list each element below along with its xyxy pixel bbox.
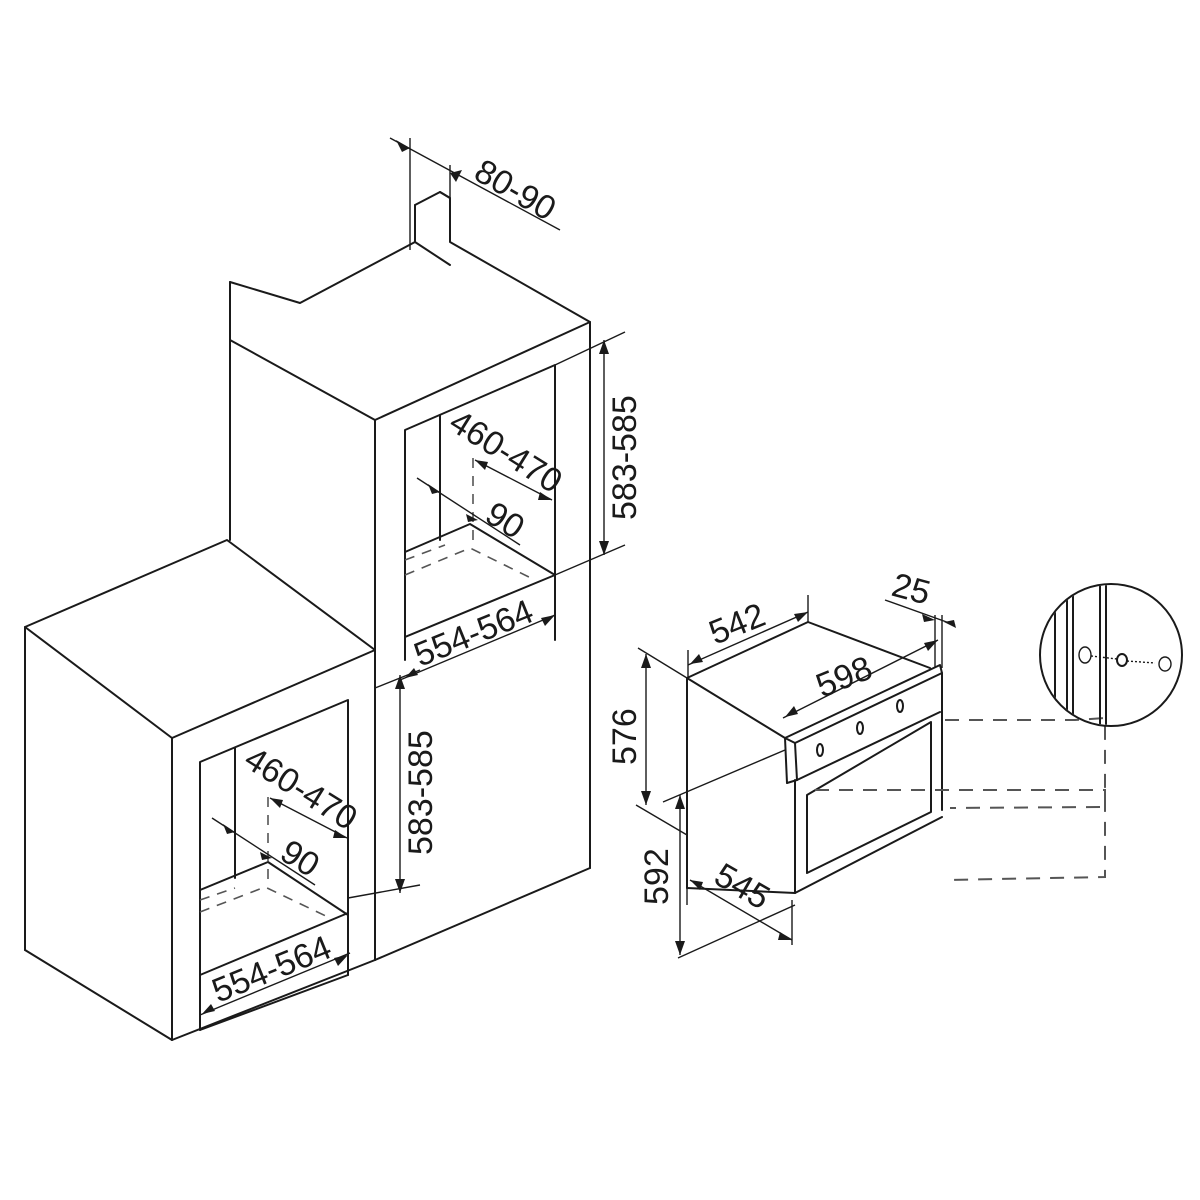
label-lower-niche-height: 583-585 [402, 730, 440, 855]
label-oven-body-height: 576 [606, 708, 644, 765]
detail-projection-lines [815, 716, 1106, 881]
upper-niche [404, 364, 556, 661]
dimension-oven-body-depth: 545 [686, 856, 793, 945]
knob-icon [856, 721, 864, 735]
dimension-upper-setback: 90 [416, 477, 531, 547]
mounting-hole-icon [1078, 646, 1092, 664]
knob-icon [896, 699, 904, 713]
lower-niche [199, 699, 349, 1031]
dimension-lower-niche-height: 583-585 [347, 669, 440, 899]
label-lower-setback: 90 [274, 833, 326, 885]
dimension-oven-front-width: 598 [782, 639, 939, 719]
label-rear-vent-gap: 80-90 [468, 152, 562, 228]
dimension-upper-niche-width: 554-564 [399, 592, 556, 681]
label-upper-setback: 90 [479, 495, 531, 547]
label-upper-niche-width: 554-564 [409, 592, 539, 674]
label-oven-body-depth: 545 [708, 856, 776, 917]
dimension-oven-body-height: 576 [606, 647, 688, 836]
spacer-ring-icon [1116, 653, 1128, 667]
dimension-lower-niche-depth: 460-470 [238, 740, 364, 839]
knob-icon [816, 743, 824, 757]
label-oven-front-height: 592 [638, 848, 676, 905]
dimension-upper-niche-depth: 460-470 [443, 403, 569, 501]
dimension-oven-front-height: 592 [638, 749, 796, 959]
oven-appliance [686, 621, 943, 894]
dimension-lower-setback: 90 [211, 817, 326, 886]
label-upper-niche-height: 583-585 [606, 395, 644, 520]
label-oven-front-width: 598 [811, 649, 878, 705]
dimension-upper-niche-height: 583-585 [554, 331, 644, 576]
label-upper-niche-depth: 460-470 [443, 403, 569, 501]
dimension-oven-panel-thickness: 25 [884, 566, 956, 668]
label-lower-niche-depth: 460-470 [238, 740, 364, 838]
label-lower-niche-width: 554-564 [207, 928, 337, 1010]
base-cabinet [24, 539, 376, 1041]
dimension-oven-body-width: 542 [687, 595, 809, 678]
screw-icon [1158, 656, 1172, 672]
label-oven-panel-thickness: 25 [888, 566, 934, 612]
fixing-screw-detail [1039, 583, 1183, 727]
